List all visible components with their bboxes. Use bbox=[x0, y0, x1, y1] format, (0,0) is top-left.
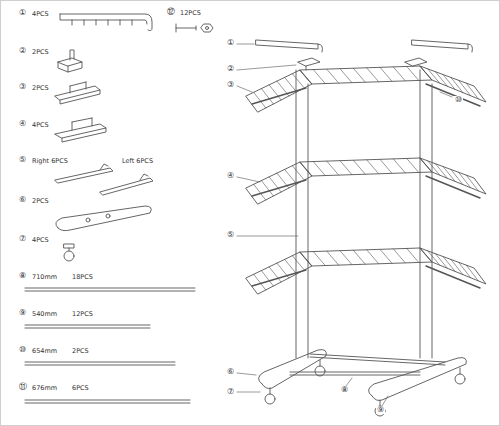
base-foot bbox=[368, 358, 466, 401]
callout-number: ⑦ bbox=[226, 388, 235, 396]
base-foot bbox=[56, 206, 151, 231]
wheel bbox=[64, 251, 74, 261]
rod-676 bbox=[25, 400, 190, 403]
quantity-label: 12PCS bbox=[72, 311, 93, 318]
callout-number: ⑨ bbox=[18, 309, 27, 317]
wheel bbox=[265, 394, 275, 404]
wheel bbox=[455, 374, 465, 384]
right-wing bbox=[420, 66, 486, 102]
callout-number: ⑫ bbox=[166, 8, 176, 16]
quantity-label: Right 6PCS bbox=[32, 158, 68, 165]
wing-bracket bbox=[55, 118, 106, 142]
hook-bar bbox=[60, 14, 152, 31]
callout-number: ⑩ bbox=[18, 346, 27, 354]
wheel-mount bbox=[460, 368, 461, 374]
rod-710 bbox=[25, 288, 195, 291]
foot-hole bbox=[86, 218, 90, 222]
callout-number: ⑤ bbox=[226, 231, 235, 239]
callout-number: ⑦ bbox=[18, 235, 27, 243]
upright-pole bbox=[432, 84, 433, 358]
wing-support bbox=[252, 266, 480, 288]
callout-number: ③ bbox=[18, 83, 27, 91]
center-shelf bbox=[300, 66, 432, 84]
quantity-label: 2PCS bbox=[32, 198, 49, 205]
panel-slats bbox=[313, 66, 418, 83]
dimension-label: 654mm bbox=[32, 348, 57, 355]
quantity-label: 12PCS bbox=[180, 10, 201, 17]
quantity-label: 2PCS bbox=[72, 348, 89, 355]
quantity-label: 6PCS bbox=[72, 385, 89, 392]
rack-block bbox=[298, 58, 320, 70]
dimension-label: 710mm bbox=[32, 274, 57, 281]
center-shelf bbox=[300, 158, 432, 176]
quantity-label: 18PCS bbox=[72, 274, 93, 281]
callout-number: ⑧ bbox=[340, 386, 349, 394]
connector-block bbox=[58, 50, 82, 72]
left-wing bbox=[246, 162, 312, 204]
callout-number: ① bbox=[226, 39, 235, 47]
screw bbox=[176, 24, 196, 32]
right-support bbox=[55, 164, 113, 183]
tier-bracket bbox=[55, 82, 100, 104]
drying-rack bbox=[246, 66, 486, 416]
callout-number: ③ bbox=[226, 81, 235, 89]
wheel bbox=[315, 366, 325, 376]
upright-pole bbox=[308, 84, 309, 358]
upright-pole bbox=[420, 70, 421, 358]
left-support bbox=[100, 174, 153, 195]
rod-540 bbox=[25, 325, 150, 328]
callout-number: ⑩ bbox=[454, 96, 463, 104]
rod-654 bbox=[25, 362, 175, 365]
panel-slats bbox=[313, 158, 418, 175]
rack-hook-bar bbox=[412, 40, 473, 52]
panel-slats bbox=[313, 248, 418, 265]
callout-number: ② bbox=[18, 47, 27, 55]
nut-hole bbox=[206, 27, 209, 30]
rack-block bbox=[405, 58, 427, 66]
left-wing bbox=[246, 252, 312, 294]
callout-number: ④ bbox=[18, 120, 27, 128]
wing-support bbox=[252, 176, 480, 198]
foot-hole bbox=[106, 214, 110, 218]
callout-number: ⑧ bbox=[18, 272, 27, 280]
nut bbox=[201, 24, 213, 32]
callout-number: ① bbox=[18, 9, 27, 17]
callout-number: ② bbox=[226, 65, 235, 73]
rack-hook-bar bbox=[256, 40, 323, 52]
right-wing bbox=[420, 158, 486, 194]
callout-number: ⑥ bbox=[226, 368, 235, 376]
wing-support bbox=[252, 84, 480, 106]
wheel-mount bbox=[320, 360, 321, 366]
upright-pole bbox=[296, 70, 297, 358]
quantity-label: Left 6PCS bbox=[122, 158, 153, 165]
center-shelf bbox=[300, 248, 432, 266]
callout-number: ⑨ bbox=[376, 406, 385, 414]
hook-notches bbox=[72, 20, 132, 25]
callout-number: ⑤ bbox=[18, 156, 27, 164]
quantity-label: 4PCS bbox=[32, 122, 49, 129]
callout-number: ⑪ bbox=[18, 383, 28, 391]
dimension-label: 676mm bbox=[32, 385, 57, 392]
wheel-mount bbox=[64, 244, 74, 251]
left-wing bbox=[246, 70, 312, 112]
wheel-mount bbox=[270, 388, 271, 394]
quantity-label: 2PCS bbox=[32, 49, 49, 56]
right-wing bbox=[420, 248, 486, 284]
dimension-label: 540mm bbox=[32, 311, 57, 318]
base-foot bbox=[258, 350, 326, 389]
callout-number: ④ bbox=[226, 172, 235, 180]
quantity-label: 4PCS bbox=[32, 11, 49, 18]
quantity-label: 2PCS bbox=[32, 85, 49, 92]
quantity-label: 4PCS bbox=[32, 237, 49, 244]
base-rod bbox=[290, 354, 445, 375]
callout-number: ⑥ bbox=[18, 196, 27, 204]
wheel bbox=[375, 406, 385, 416]
